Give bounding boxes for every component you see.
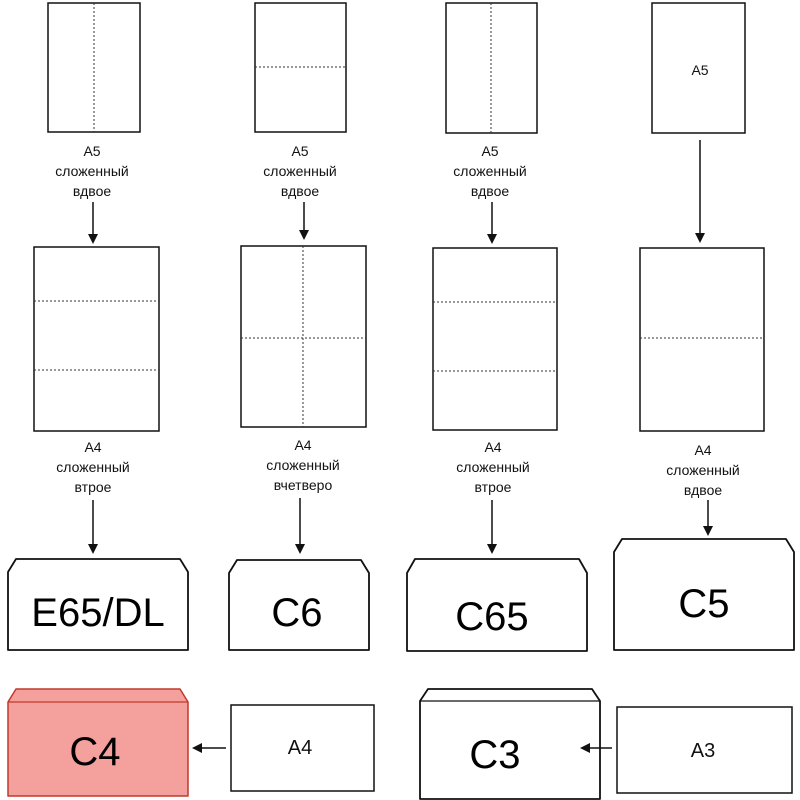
source-caption-line-3: вдвое: [73, 183, 112, 199]
envelope-e65-dl: [7, 558, 189, 651]
target-caption-line-1: A4: [484, 439, 501, 455]
target-caption-line-2: сложенный: [666, 462, 739, 478]
arrow-down: [88, 202, 98, 244]
target-caption-line-2: сложенный: [56, 459, 129, 475]
source-caption-line-1: A5: [291, 143, 308, 159]
source-caption-line-3: вдвое: [471, 183, 510, 199]
envelope-label: E65/DL: [31, 591, 164, 635]
source-caption-line-2: сложенный: [453, 163, 526, 179]
arrow-down: [88, 500, 98, 554]
arrow-left: [580, 743, 612, 753]
target-caption-line-3: втрое: [475, 479, 512, 495]
source-caption-line-1: A5: [481, 143, 498, 159]
arrow-down: [487, 202, 497, 244]
a4-sheet-3: [432, 247, 558, 431]
a4-sheet-2: [240, 245, 367, 428]
target-caption-line-1: A4: [294, 437, 311, 453]
a3-sheet-landscape: [616, 706, 793, 794]
target-caption-line-3: вдвое: [684, 482, 723, 498]
source-caption-line-3: вдвое: [281, 183, 320, 199]
column-1: A5 сложенный вдвое A4 сложенный втрое E6…: [7, 2, 189, 651]
a4-sheet-4: [639, 247, 765, 432]
envelope-label: C5: [678, 582, 729, 626]
arrow-down: [695, 140, 705, 243]
source-caption-line-2: сложенный: [263, 163, 336, 179]
target-caption-line-2: сложенный: [456, 459, 529, 475]
a4-sheet-landscape: [230, 704, 375, 792]
column-4: A5 A4 сложенный вдвое C5: [613, 2, 795, 651]
envelope-label: C6: [271, 591, 322, 635]
target-caption-line-3: втрое: [75, 479, 112, 495]
column-2: A5 сложенный вдвое A4 сложенный вчетверо…: [228, 2, 370, 651]
target-caption-line-2: сложенный: [266, 457, 339, 473]
arrow-down: [703, 500, 713, 536]
arrow-down: [299, 202, 309, 240]
sheet-label: A3: [691, 740, 715, 762]
a4-sheet-1: [33, 246, 160, 432]
envelope-c5: [613, 538, 795, 651]
envelope-label: C3: [469, 733, 520, 777]
envelope-c6: [228, 559, 370, 651]
arrow-down: [487, 500, 497, 554]
source-caption-line-1: A5: [83, 143, 100, 159]
arrow-down: [295, 498, 305, 554]
target-caption-line-1: A4: [84, 439, 101, 455]
sheet-label: A5: [691, 62, 708, 78]
arrow-left: [192, 743, 226, 753]
source-caption-line-2: сложенный: [55, 163, 128, 179]
target-caption-line-3: вчетверо: [274, 477, 333, 493]
envelope-c65: [406, 558, 588, 652]
envelope-label: C65: [455, 595, 528, 639]
sheet-label: A4: [288, 737, 312, 759]
target-caption-line-1: A4: [694, 442, 711, 458]
a5-sheet-4: [651, 2, 746, 134]
bottom-row: C4 A4 C3 A3: [7, 688, 793, 800]
envelope-label: C4: [69, 730, 120, 774]
column-3: A5 сложенный вдвое A4 сложенный втрое C6…: [406, 2, 588, 652]
